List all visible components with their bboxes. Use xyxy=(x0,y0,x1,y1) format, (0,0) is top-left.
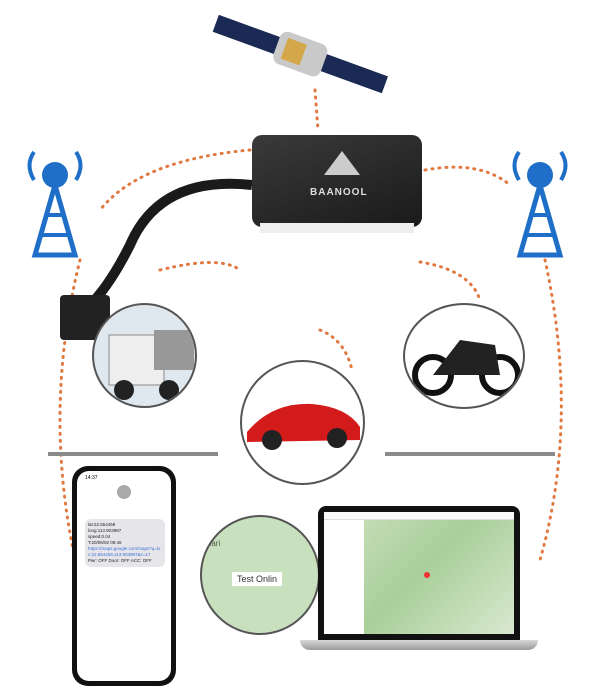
truck-image xyxy=(92,303,197,408)
map-link[interactable]: https://maps.google.com/maps?q=loc:22.55… xyxy=(88,546,161,557)
device-barcode-label xyxy=(260,223,414,233)
phone-time: 14:37 xyxy=(85,475,98,481)
device-brand: BAANOOL xyxy=(310,187,368,198)
gps-tracker-device: BAANOOL xyxy=(252,135,422,233)
motorcycle-image xyxy=(403,303,525,409)
contact-avatar xyxy=(117,485,131,499)
message-line: T:20/06/02 09:46 xyxy=(88,540,122,545)
map-tag: Test Onlin xyxy=(232,572,283,586)
message-line: speed:0.04 xyxy=(88,534,111,539)
map-place-label: Sari xyxy=(206,539,221,548)
divider-left xyxy=(48,452,218,456)
message-line: long:113.903987 xyxy=(88,528,122,533)
sms-message: lat:22.554459 long:113.903987 speed:0.04… xyxy=(85,519,165,567)
app-toolbar xyxy=(324,512,514,520)
cell-tower-right-icon xyxy=(505,150,575,265)
device-list-panel xyxy=(324,520,364,634)
map-image: Sari Test Onlin xyxy=(200,515,320,635)
message-line: lat:22.554459 xyxy=(88,522,116,527)
message-line: Pwr: OFF Door: OFF ACC: OFF xyxy=(88,558,152,563)
car-image xyxy=(240,360,365,485)
device-cable xyxy=(60,178,253,340)
cell-tower-left-icon xyxy=(20,150,90,265)
location-marker-icon xyxy=(424,572,430,578)
brand-logo-icon xyxy=(324,151,360,175)
laptop-base xyxy=(300,640,538,650)
satellite-image xyxy=(205,14,395,100)
laptop xyxy=(318,506,520,640)
smartphone: 14:37 lat:22.554459 long:113.903987 spee… xyxy=(72,466,176,686)
divider-right xyxy=(385,452,555,456)
